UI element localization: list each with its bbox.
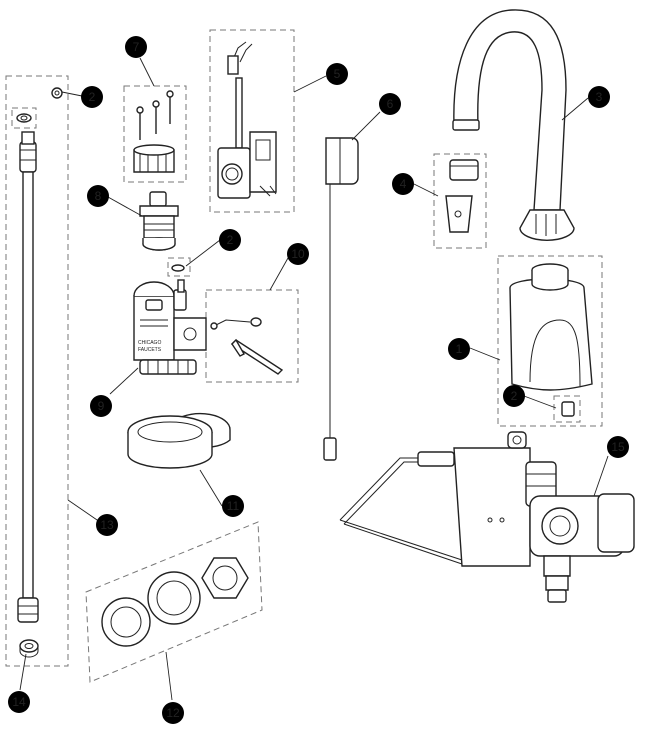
callout-label: 4: [400, 177, 407, 191]
callout-8: 8: [87, 185, 109, 207]
group-box-1: [497, 255, 603, 427]
callout-label: 11: [227, 499, 240, 513]
set-screw-cover: [553, 395, 581, 423]
callout-label: 3: [596, 90, 603, 104]
sensor-with-cable: [323, 137, 359, 461]
callout-label: 8: [95, 189, 102, 203]
group-box-13: [5, 75, 69, 667]
aerator-and-key: [445, 159, 479, 233]
group-box-10: [205, 289, 299, 383]
valve-logo-line2: FAUCETS: [138, 347, 162, 353]
valve-cover: [509, 263, 593, 391]
callout-label: 2: [89, 90, 96, 104]
callout-2-right: 2: [503, 385, 525, 407]
valve-logo-line1: CHICAGO: [138, 340, 161, 346]
electronic-control-module: [339, 431, 635, 603]
pin-and-hex-key: [210, 317, 284, 375]
supply-hose: [17, 131, 39, 623]
callout-label: 5: [334, 67, 341, 81]
callout-11: 11: [222, 495, 244, 517]
o-ring-middle: [171, 264, 185, 272]
mounting-screws-and-clip: [133, 90, 175, 173]
group-box-2-middle: [167, 257, 191, 277]
gooseneck-spout: [452, 9, 575, 241]
callout-10: 10: [287, 243, 309, 265]
callout-label: 2: [511, 389, 518, 403]
group-box-12: [85, 521, 263, 683]
callout-5: 5: [326, 63, 348, 85]
callout-7: 7: [125, 36, 147, 58]
grommet: [51, 87, 63, 99]
callout-label: 12: [166, 706, 180, 720]
callout-label: 7: [133, 40, 140, 54]
callout-3: 3: [588, 86, 610, 108]
valve-cartridge: [139, 191, 179, 251]
washer-top-left: [11, 107, 37, 129]
base-flange: [127, 412, 231, 469]
callout-label: 13: [100, 518, 114, 532]
callout-label: 2: [227, 233, 234, 247]
callout-12: 12: [162, 702, 184, 724]
callout-4: 4: [392, 173, 414, 195]
callout-15: 15: [607, 436, 629, 458]
callout-label: 10: [291, 247, 305, 261]
group-box-5: [209, 29, 295, 213]
callout-label: 6: [387, 97, 394, 111]
mounting-hardware: [101, 557, 249, 647]
leader-lines: [19, 57, 609, 701]
callout-1: 1: [448, 338, 470, 360]
hose-washer: [19, 639, 39, 658]
callout-9: 9: [90, 395, 112, 417]
callout-2-middle: 2: [219, 229, 241, 251]
callout-2-top-left: 2: [81, 86, 103, 108]
valve-body: CHICAGO FAUCETS: [133, 279, 207, 375]
callout-14: 14: [8, 691, 30, 713]
solenoid-assembly: [217, 41, 277, 199]
callout-label: 14: [12, 695, 26, 709]
group-box-4: [433, 153, 487, 249]
callout-label: 9: [98, 399, 105, 413]
callout-label: 15: [611, 440, 625, 454]
callout-6: 6: [379, 93, 401, 115]
callout-label: 1: [456, 342, 463, 356]
group-box-7: [123, 85, 187, 183]
callout-13: 13: [96, 514, 118, 536]
